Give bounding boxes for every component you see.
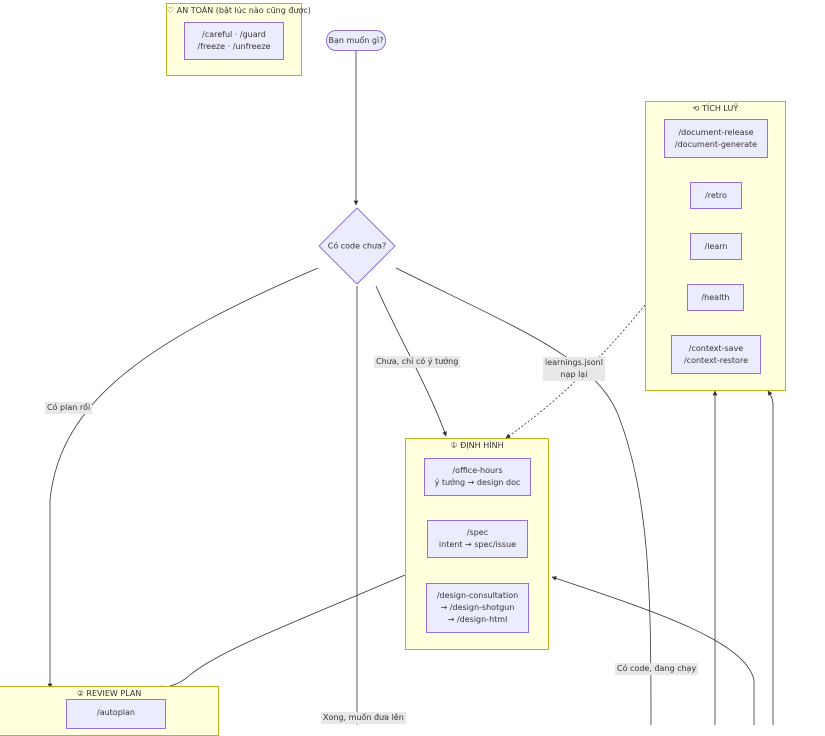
cluster-review-plan-title: ② REVIEW PLAN bbox=[76, 689, 142, 698]
decision-diamond bbox=[318, 207, 396, 285]
edge-learnings-reload bbox=[505, 304, 646, 439]
cluster-review-plan: ② REVIEW PLAN /autoplan bbox=[0, 686, 219, 736]
heart-icon: ♡ bbox=[167, 6, 175, 15]
edge-dinh-hinh-to-review bbox=[157, 574, 406, 691]
edge-label-chua-chi-co-y-tuong: Chưa, chỉ có ý tưởng bbox=[374, 356, 461, 368]
start-label: Bạn muốn gì? bbox=[328, 35, 384, 45]
start-node: Bạn muốn gì? bbox=[326, 30, 386, 51]
edge-label-co-code-dang-chay: Có code, đang chạy bbox=[615, 663, 699, 675]
edge-up-to-tich-luy-2 bbox=[767, 390, 774, 725]
node-context-save: /context-save /context-restore bbox=[671, 335, 761, 374]
step-two-icon: ② bbox=[76, 689, 84, 698]
cycle-icon: ⟲ bbox=[692, 104, 700, 113]
edge-co-code-dang-chay bbox=[395, 267, 652, 725]
node-autoplan: /autoplan bbox=[66, 699, 166, 729]
cluster-an-toan-title: ♡ AN TOÀN (bật lúc nào cũng được) bbox=[167, 6, 311, 15]
cluster-dinh-hinh: ① ĐỊNH HÌNH /office-hours ý tưởng → desi… bbox=[405, 438, 549, 650]
edge-co-plan-roi bbox=[47, 267, 319, 689]
node-careful-guard: /careful · /guard /freeze · /unfreeze bbox=[184, 22, 284, 60]
node-retro: /retro bbox=[690, 182, 742, 209]
cluster-an-toan: ♡ AN TOÀN (bật lúc nào cũng được) /caref… bbox=[166, 3, 311, 76]
decision-label: Có code chưa? bbox=[327, 241, 387, 251]
edge-label-co-plan-roi: Có plan rồi bbox=[45, 402, 93, 414]
cluster-dinh-hinh-title: ① ĐỊNH HÌNH bbox=[450, 441, 504, 450]
edge-label-xong-muon-dua-len: Xong, muốn đưa lên bbox=[321, 712, 406, 724]
edge-label-learnings: learnings.jsonl nạp lại bbox=[543, 357, 605, 381]
node-learn: /learn bbox=[690, 233, 742, 260]
node-design-consultation: /design-consultation → /design-shotgun →… bbox=[426, 583, 529, 633]
cluster-tich-luy: ⟲ TÍCH LUỸ /document-release /document-g… bbox=[645, 101, 786, 391]
node-health: /health bbox=[687, 284, 744, 311]
node-office-hours: /office-hours ý tưởng → design doc bbox=[424, 458, 531, 496]
step-one-icon: ① bbox=[450, 441, 458, 450]
cluster-tich-luy-title: ⟲ TÍCH LUỸ bbox=[692, 104, 739, 113]
node-document-release: /document-release /document-generate bbox=[664, 119, 768, 158]
edge-up-to-dinh-hinh bbox=[551, 576, 755, 725]
node-spec: /spec intent → spec/issue bbox=[427, 520, 528, 558]
